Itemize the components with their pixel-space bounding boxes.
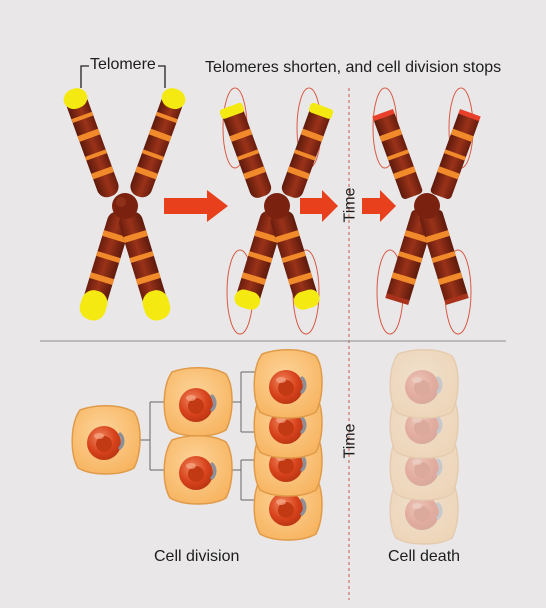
- headline-label: Telomeres shorten, and cell division sto…: [205, 59, 502, 76]
- right-arrow-icon: [300, 190, 338, 222]
- cell-generation-2b: [163, 434, 233, 505]
- cell-division-label: Cell division: [154, 548, 240, 565]
- cell-death-label: Cell death: [388, 548, 461, 565]
- chromosome-long-telomeres: [63, 88, 186, 321]
- cell-generation-1: [71, 404, 141, 475]
- time-label-top: Time: [341, 187, 359, 223]
- cell-generation-2a: [163, 366, 233, 437]
- telomere-label: Telomere: [90, 56, 156, 73]
- chromosome-critical-telomeres: [372, 87, 481, 335]
- dying-cells: [389, 348, 459, 545]
- right-arrow-icon: [362, 190, 396, 222]
- telomere-callout: [80, 65, 166, 88]
- chromosome-shortened-telomeres: [219, 87, 334, 335]
- right-arrow-icon: [164, 190, 228, 222]
- cell-division-tree: [71, 348, 459, 545]
- cell-generation-3: [253, 348, 323, 541]
- time-label-bottom: Time: [341, 423, 359, 459]
